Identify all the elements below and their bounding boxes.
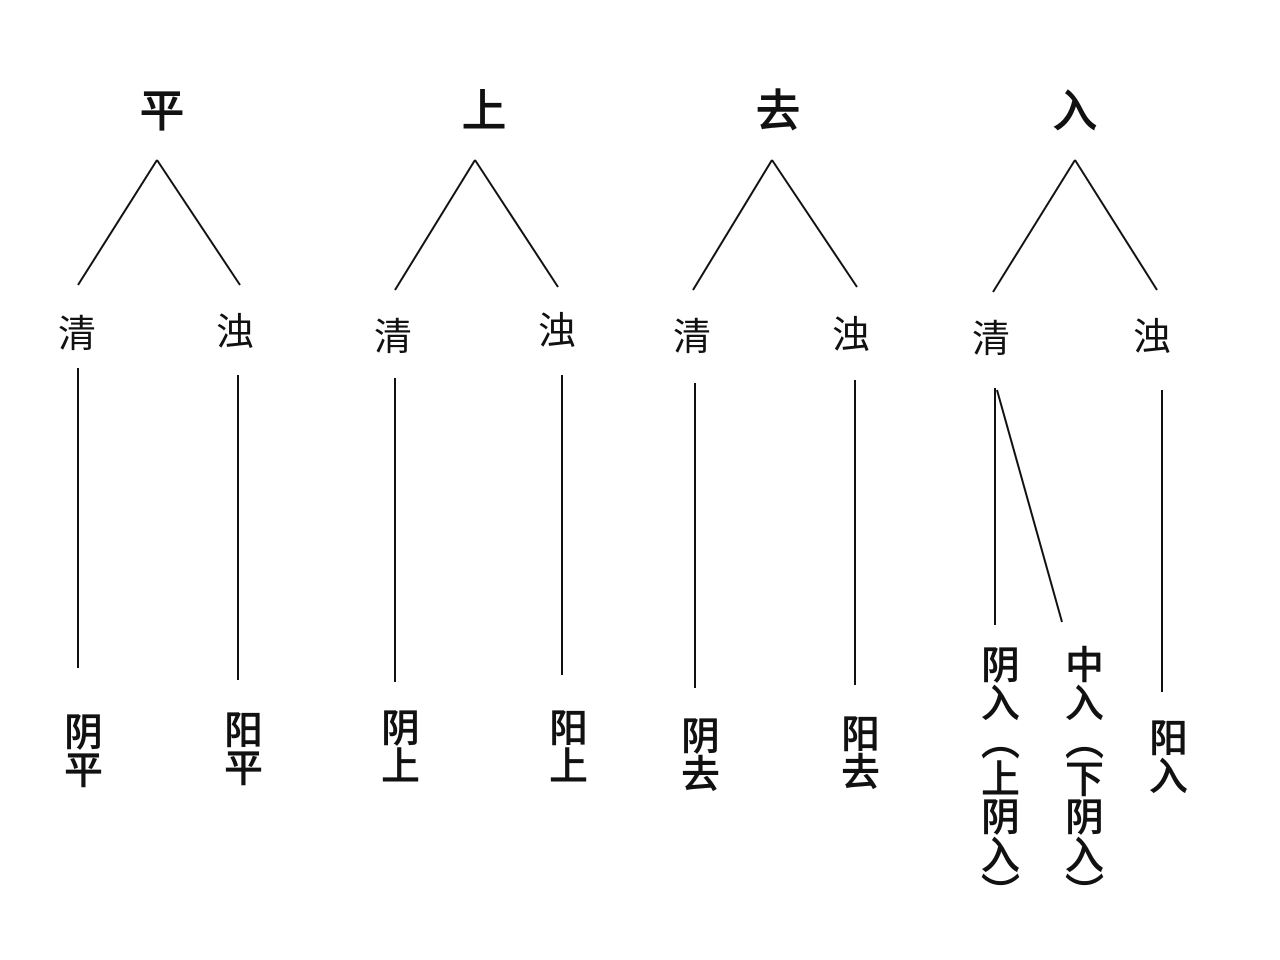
- shang-zhuo-label: 浊: [537, 309, 577, 353]
- qu-to-zhuo-line: [771, 159, 858, 288]
- shang-to-zhuo-line: [474, 159, 559, 288]
- qu-qing-label: 清: [672, 315, 712, 359]
- tone-qu-label: 去: [756, 86, 800, 137]
- ru-qing-result-upper: 阴入（上阴入）: [975, 645, 1019, 911]
- shang-qing-label: 清: [373, 315, 413, 359]
- ru-qing-label: 清: [971, 317, 1011, 361]
- shang-qing-result: 阴上: [375, 708, 419, 784]
- qu-to-qing-line: [692, 159, 773, 291]
- ping-to-qing-line: [77, 159, 158, 286]
- qu-zhuo-label: 浊: [831, 313, 871, 357]
- ru-to-qing-line: [992, 159, 1076, 293]
- qu-qing-result: 阴去: [675, 716, 719, 792]
- tone-ru-label: 入: [1053, 86, 1097, 137]
- qu-zhuo-result: 阳去: [835, 714, 879, 790]
- ping-zhuo-label: 浊: [215, 310, 255, 354]
- tone-shang-label: 上: [462, 86, 506, 137]
- ru-zhuo-result: 阳入: [1143, 718, 1187, 794]
- ping-qing-label: 清: [57, 312, 97, 356]
- ru-zhuo-label: 浊: [1132, 315, 1172, 359]
- shang-zhuo-result: 阳上: [543, 708, 587, 784]
- ru-qing-diagonal: [996, 389, 1063, 623]
- ping-zhuo-result: 阳平: [218, 710, 262, 786]
- tone-ping-label: 平: [140, 86, 184, 137]
- shang-to-qing-line: [394, 159, 476, 291]
- ru-to-zhuo-line: [1074, 159, 1158, 291]
- ru-qing-result-lower: 中入（下阴入）: [1059, 645, 1103, 911]
- ping-qing-result: 阴平: [58, 712, 102, 788]
- ping-to-zhuo-line: [156, 159, 241, 286]
